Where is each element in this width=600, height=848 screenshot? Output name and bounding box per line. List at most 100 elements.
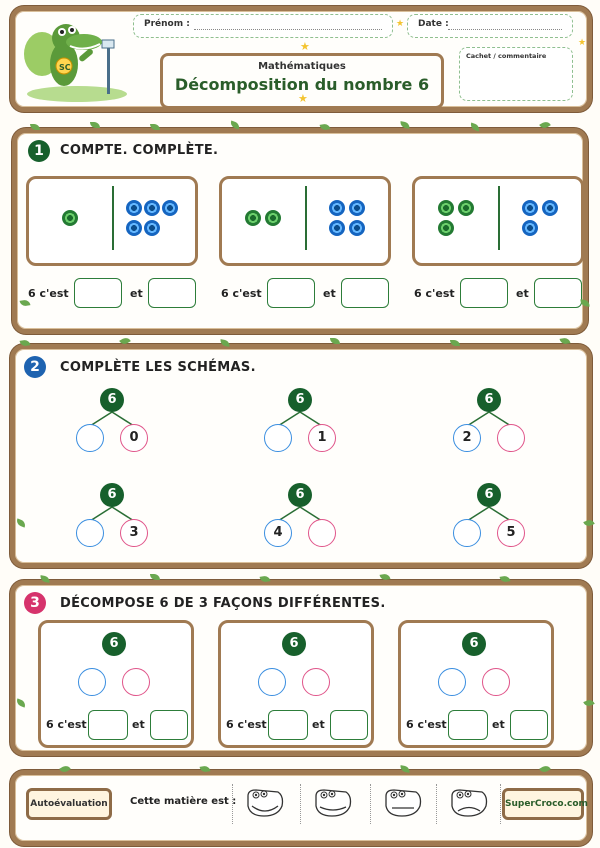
answer-box[interactable] [268,710,308,740]
dotted-separator [500,784,501,824]
phrase-start-label: 6 c'est [226,718,267,731]
answer-box[interactable] [148,278,196,308]
answer-box[interactable] [341,278,389,308]
schema-right-circle[interactable]: 0 [120,424,148,452]
cachet-field[interactable]: Cachet / commentaire [459,47,573,101]
section-title: DÉCOMPOSE 6 DE 3 FAÇONS DIFFÉRENTES. [60,596,386,611]
croco-face-icon[interactable] [382,786,424,817]
green-counter [438,200,454,216]
schema-right-circle[interactable] [302,668,330,696]
phrase-and-label: et [323,287,336,300]
blue-counter [349,220,365,236]
worksheet-title-box: Mathématiques Décomposition du nombre 6 [160,53,444,109]
phrase-and-label: et [312,718,325,731]
star-icon: ★ [300,40,310,53]
blue-counter [329,220,345,236]
croco-face-icon[interactable] [312,786,354,817]
schema-left-circle[interactable] [76,424,104,452]
schema-branch-line [466,411,490,427]
self-evaluation-tag: Autoévaluation [26,788,112,820]
schema-top-number: 6 [282,632,306,656]
schema-left-circle[interactable] [258,668,286,696]
section-number-badge: 1 [28,140,50,162]
dotted-separator [232,784,233,824]
dotted-separator [300,784,301,824]
blue-counter [126,220,142,236]
phrase-start-label: 6 c'est [46,718,87,731]
blue-counter [349,200,365,216]
worksheet-title: Décomposition du nombre 6 [174,75,430,94]
date-field[interactable]: Date : [407,14,573,38]
svg-text:SC: SC [59,63,71,72]
crocodile-mascot-illustration: SC [24,24,127,102]
schema-top-number: 6 [477,483,501,507]
section-title: COMPTE. COMPLÈTE. [60,143,219,158]
phrase-and-label: et [132,718,145,731]
leaf-decoration [30,124,40,130]
schema-left-circle[interactable]: 2 [453,424,481,452]
schema-left-circle[interactable] [78,668,106,696]
leaf-decoration [90,122,100,128]
schema-left-circle[interactable] [453,519,481,547]
green-counter [62,210,78,226]
leaf-decoration [450,340,460,346]
prenom-field[interactable]: Prénom : [133,14,393,38]
schema-right-circle[interactable]: 3 [120,519,148,547]
schema-left-circle[interactable] [264,424,292,452]
star-icon: ★ [298,92,308,105]
star-icon: ★ [578,38,587,48]
card-divider [305,186,307,250]
dotted-separator [370,784,371,824]
schema-branch-line [111,506,135,522]
blue-counter [144,220,160,236]
leaf-decoration [150,574,160,580]
phrase-start-label: 6 c'est [406,718,447,731]
blue-counter [329,200,345,216]
schema-left-circle[interactable]: 4 [264,519,292,547]
section-title: COMPLÈTE LES SCHÉMAS. [60,360,256,375]
blue-counter [542,200,558,216]
schema-right-circle[interactable]: 1 [308,424,336,452]
answer-box[interactable] [448,710,488,740]
schema-branch-line [299,506,323,522]
green-counter [458,200,474,216]
schema-right-circle[interactable] [482,668,510,696]
answer-box[interactable] [150,710,188,740]
answer-box[interactable] [88,710,128,740]
phrase-and-label: et [492,718,505,731]
phrase-start-label: 6 c'est [28,287,69,300]
schema-branch-line [488,506,512,522]
section-number-badge: 3 [24,592,46,614]
dotted-separator [436,784,437,824]
phrase-and-label: et [130,287,143,300]
answer-box[interactable] [460,278,508,308]
blue-counter [522,220,538,236]
schema-right-circle[interactable] [497,424,525,452]
schema-top-number: 6 [477,388,501,412]
schema-left-circle[interactable] [76,519,104,547]
croco-face-icon[interactable] [448,786,490,817]
schema-top-number: 6 [100,483,124,507]
schema-right-circle[interactable] [122,668,150,696]
schema-branch-line [299,411,323,427]
matter-label: Cette matière est : [130,796,237,807]
schema-top-number: 6 [100,388,124,412]
answer-box[interactable] [74,278,122,308]
answer-box[interactable] [330,710,368,740]
footer-frame [10,770,592,846]
green-counter [245,210,261,226]
blue-counter [126,200,142,216]
schema-right-circle[interactable] [308,519,336,547]
date-label: Date : [418,19,449,29]
schema-branch-line [277,411,301,427]
cachet-label: Cachet / commentaire [466,52,547,60]
brand-tag: SuperCroco.com [502,788,588,820]
croco-face-icon[interactable] [244,786,286,817]
answer-box[interactable] [267,278,315,308]
answer-box[interactable] [510,710,548,740]
answer-box[interactable] [534,278,582,308]
schema-right-circle[interactable]: 5 [497,519,525,547]
schema-left-circle[interactable] [438,668,466,696]
schema-top-number: 6 [462,632,486,656]
